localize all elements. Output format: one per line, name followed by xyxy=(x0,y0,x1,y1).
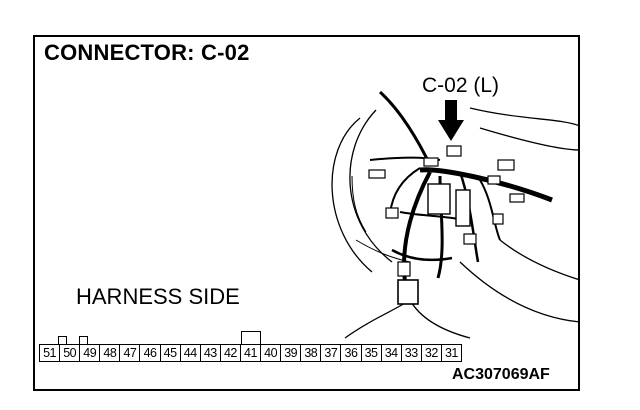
connector-pin: 32 xyxy=(420,344,442,362)
connector-pin: 36 xyxy=(340,344,362,362)
connector-title: CONNECTOR: C-02 xyxy=(44,40,250,65)
connector-pin: 31 xyxy=(440,344,462,362)
connector-pin: 38 xyxy=(300,344,322,362)
diagram-frame xyxy=(33,35,580,391)
connector-pin: 47 xyxy=(119,344,141,362)
connector-pin: 48 xyxy=(99,344,121,362)
connector-pin: 50 xyxy=(59,344,81,362)
connector-pin: 45 xyxy=(159,344,181,362)
connector-callout-label: C-02 (L) xyxy=(422,74,500,97)
connector-pin: 39 xyxy=(280,344,302,362)
harness-side-label: HARNESS SIDE xyxy=(76,284,240,309)
connector-keys xyxy=(40,331,470,346)
connector-pin: 33 xyxy=(400,344,422,362)
connector-pin: 35 xyxy=(360,344,382,362)
connector-pin: 42 xyxy=(219,344,241,362)
connector-arrow-icon xyxy=(438,100,464,141)
connector-pin: 49 xyxy=(79,344,101,362)
connector-pin: 41 xyxy=(239,344,262,362)
connector-pin: 44 xyxy=(179,344,201,362)
connector-pin: 43 xyxy=(199,344,221,362)
connector-pin: 46 xyxy=(139,344,161,362)
figure-id: AC307069AF xyxy=(452,366,550,383)
connector-pin: 51 xyxy=(39,344,61,362)
connector-pin: 40 xyxy=(260,344,282,362)
connector-pin: 37 xyxy=(320,344,342,362)
connector-pin: 34 xyxy=(380,344,402,362)
